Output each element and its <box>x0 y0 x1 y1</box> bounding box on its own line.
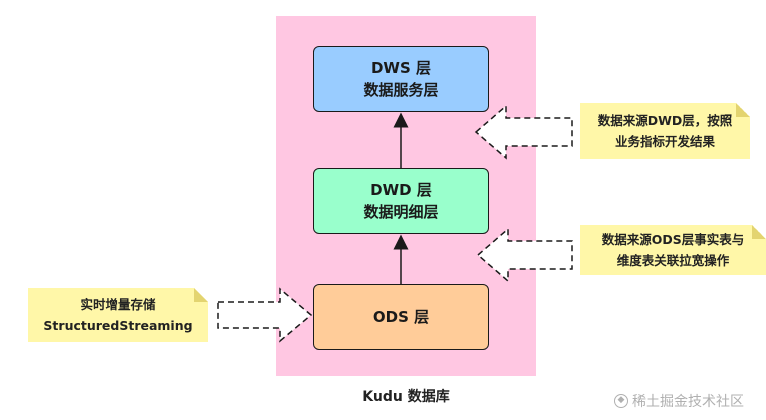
watermark: ◆ 稀土掘金技术社区 <box>614 391 744 411</box>
dws-layer-box: DWS 层 数据服务层 <box>313 46 489 112</box>
dwd-note-line2: 维度表关联拉宽操作 <box>616 253 730 268</box>
dwd-layer-subtitle: 数据明细层 <box>363 203 439 221</box>
juejin-logo-icon: ◆ <box>614 394 628 408</box>
dwd-layer-title: DWD 层 <box>370 181 432 199</box>
ods-note-line1: 实时增量存储 <box>80 297 156 312</box>
ods-layer-box: ODS 层 <box>313 284 489 350</box>
watermark-text: 稀土掘金技术社区 <box>632 394 744 410</box>
dws-layer-title: DWS 层 <box>370 59 432 77</box>
container-caption: Kudu 数据库 <box>362 389 450 405</box>
ods-note-line2: StructuredStreaming <box>43 318 193 333</box>
dwd-note-line1: 数据来源ODS层事实表与 <box>601 232 745 247</box>
dwd-layer-box: DWD 层 数据明细层 <box>313 168 489 234</box>
dws-note-line2: 业务指标开发结果 <box>614 134 715 149</box>
ods-annotation-note: 实时增量存储 StructuredStreaming <box>28 288 208 342</box>
dws-note-line1: 数据来源DWD层，按照 <box>597 113 733 128</box>
dws-layer-subtitle: 数据服务层 <box>363 81 439 99</box>
ods-layer-title: ODS 层 <box>372 308 430 326</box>
dws-annotation-note: 数据来源DWD层，按照 业务指标开发结果 <box>580 103 750 159</box>
dwd-annotation-note: 数据来源ODS层事实表与 维度表关联拉宽操作 <box>580 225 766 275</box>
